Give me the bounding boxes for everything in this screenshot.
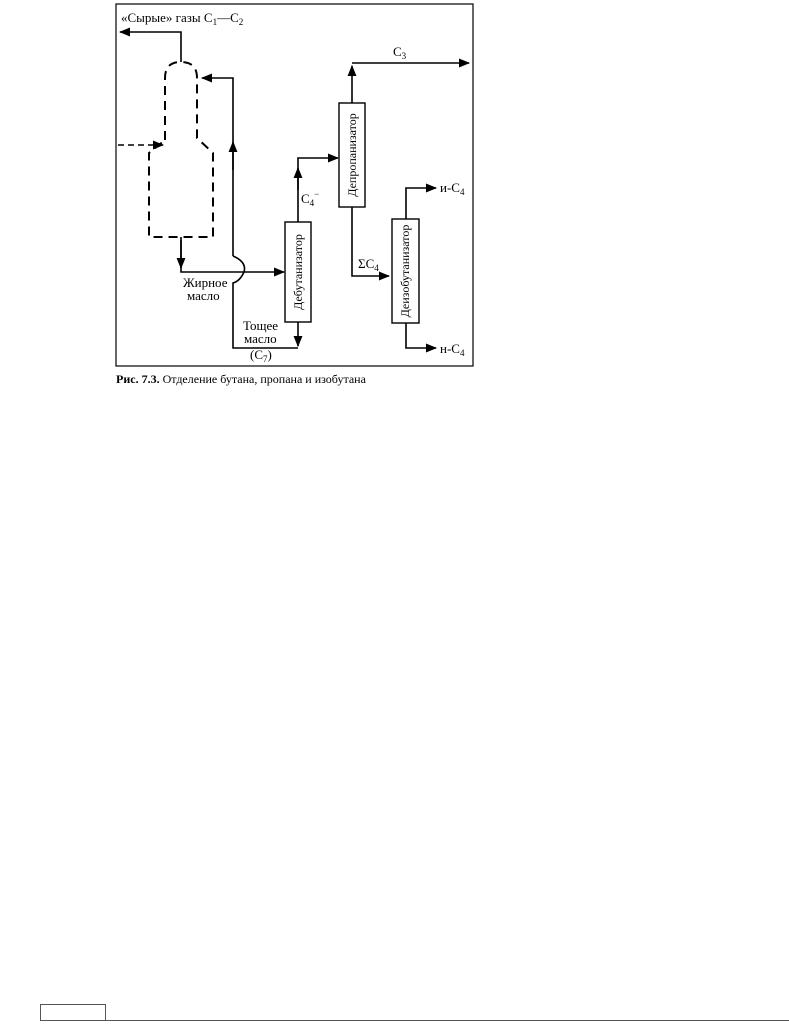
raw-gas-line	[118, 27, 182, 62]
fat-oil-label-line1: Жирное	[183, 275, 228, 290]
caption-text: Отделение бутана, пропана и изобутана	[159, 372, 366, 386]
lean-oil-label-line3: (С7)	[250, 347, 272, 364]
raw-gas-label: «Сырые» газы С1—С2	[121, 10, 243, 27]
lean-oil-return-line	[200, 73, 234, 256]
n-c4-line	[405, 323, 438, 353]
debutanizer-label: Дебутанизатор	[291, 234, 305, 310]
iso-c4-label: и-С4	[440, 180, 465, 197]
depropanizer-column	[338, 102, 366, 208]
figure-caption: Рис. 7.3. Отделение бутана, пропана и из…	[116, 372, 366, 387]
figure-frame	[115, 3, 474, 367]
page-footer-rule	[40, 1020, 789, 1021]
c4minus-line	[297, 153, 340, 222]
depropanizer-label: Депропанизатор	[345, 113, 359, 197]
fat-oil-label-line2: масло	[187, 288, 220, 303]
page-footer-tab	[40, 1004, 106, 1021]
caption-label: Рис. 7.3.	[116, 372, 160, 386]
iso-c4-line	[405, 183, 438, 219]
separation-flow-diagram: Дебутанизатор Депропанизатор Деизобутани…	[115, 3, 474, 367]
sum-c4-label: ΣС4	[358, 256, 379, 273]
deisobutanizer-label: Деизобутанизатор	[398, 225, 412, 318]
lean-oil-label-line2: масло	[244, 331, 277, 346]
absorber-column	[148, 60, 214, 238]
c4minus-label: С4−	[301, 189, 319, 208]
c3-label: С3	[393, 44, 407, 61]
lean-oil-label-line1: Тощее	[243, 318, 278, 333]
n-c4-label: н-С4	[440, 341, 465, 358]
sum-c4-line	[351, 207, 391, 281]
